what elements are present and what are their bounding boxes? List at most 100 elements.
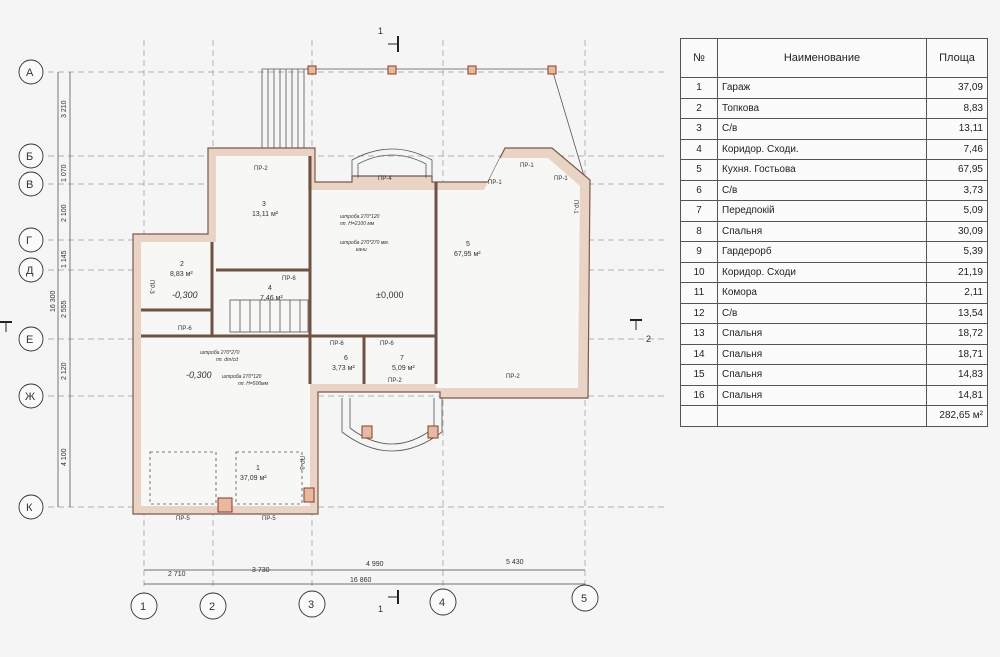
cell-name: Спальня [717,384,927,406]
dim-col-4: 5 430 [506,559,524,566]
opening-pr2-c: ПР-2 [506,374,520,380]
section-top-label: 1 [378,26,383,36]
dim-col-1: 2 710 [168,571,186,578]
axis-row-1: А [26,67,34,79]
cell-no: 5 [680,159,718,181]
axis-row-3: В [26,179,33,191]
garage-gates [149,451,315,513]
cell-area: 5,39 [926,241,988,263]
note-4b: пп. H=500мм [238,381,269,387]
cell-name: С/в [717,179,927,201]
vertical-dimensions: 3 210 1 070 2 100 1 145 2 555 2 120 4 10… [50,72,71,507]
cell-area: 18,71 [926,343,988,365]
room-labels: 1 37,09 м² 2 8,83 м² 3 13,11 м² 4 7,46 м… [170,201,481,482]
opening-pr3-b: ПР-3 [298,456,304,470]
note-3: штроба 270*270 [200,350,240,356]
col-header-number: № [680,38,718,78]
notes: штроба 270*120 пп. H=2100 мм штроба 270*… [200,214,389,387]
dim-row-2: 1 070 [61,164,68,182]
cell-area: 67,95 [926,159,988,181]
section-right-label: 2 [646,334,651,344]
cell-no: 1 [680,77,718,99]
interior-walls [141,156,438,384]
axis-col-4: 4 [439,597,445,609]
room-6-number: 6 [344,355,348,362]
cell-name: С/в [717,302,927,324]
level-main: ±0,000 [376,290,403,300]
axis-col-3: 3 [308,599,314,611]
section-bottom-label: 1 [378,604,383,614]
bay-windows [341,148,443,452]
cell-no: 9 [680,241,718,263]
cell-no: 13 [680,323,718,345]
opening-pr6-b: ПР-6 [178,326,192,332]
opening-pr6-a: ПР-6 [282,276,296,282]
col-header-name: Наименование [717,38,927,78]
room-2-number: 2 [180,261,184,268]
cell-no: 8 [680,220,718,242]
axis-row-7: Ж [25,391,35,403]
dim-row-6: 2 120 [61,362,68,380]
note-2b: кани [356,247,367,253]
level-garage: -0,300 [186,370,212,380]
opening-pr1-c: ПР-1 [554,176,568,182]
room-3-number: 3 [262,201,266,208]
room-5-area: 67,95 м² [454,251,481,258]
room-7-number: 7 [400,355,404,362]
cell-no: 6 [680,179,718,201]
opening-pr1-d: ПР-1 [572,200,578,214]
cell-name: Коридор. Сходи. [717,138,927,160]
level-marks: ±0,000 -0,300 -0,300 [172,290,403,380]
row-axes: А Б В Г Д Е Ж К [18,59,44,520]
opening-pr5-a: ПР-5 [176,516,190,522]
note-3b: пп. dm/cd [216,357,238,363]
dim-col-3: 4 990 [366,561,384,568]
cell-name: Передпокій [717,200,927,222]
staircase [229,299,309,333]
note-2: штроба 270*270 мм. [340,240,389,246]
cell-area: 13,11 [926,118,988,140]
cell-no: 10 [680,261,718,283]
room-1-area: 37,09 м² [240,475,267,482]
cell-area: 30,09 [926,220,988,242]
cell-name: Гараж [717,77,927,99]
cell-no: 4 [680,138,718,160]
opening-pr1-b: ПР-1 [488,180,502,186]
table-total-row: 282,65 м² [680,405,988,427]
axis-col-2: 2 [209,601,215,613]
cell-name: Спальня [717,343,927,365]
cell-no: 15 [680,364,718,386]
opening-pr5-b: ПР-5 [262,516,276,522]
cell-no: 7 [680,200,718,222]
room-6-area: 3,73 м² [332,365,355,372]
room-4-area: 7,46 м² [260,295,283,302]
table-total: 282,65 м² [926,405,988,427]
cell-area: 14,81 [926,384,988,406]
section-marks: 1 1 2 [0,26,651,614]
horizontal-dimensions: 2 710 3 730 4 990 5 430 16 860 [144,559,585,585]
axis-row-5: Д [26,265,34,277]
opening-pr1-a: ПР-1 [520,163,534,169]
opening-pr6-c: ПР-6 [330,341,344,347]
axis-row-8: К [26,502,33,514]
axis-row-6: Е [26,334,33,346]
opening-labels: ПР-2 ПР-4 ПР-1 ПР-1 ПР-1 ПР-1 ПР-6 ПР-6 … [148,163,578,522]
opening-pr3-a: ПР-3 [148,280,154,294]
opening-pr6-d: ПР-6 [380,341,394,347]
cell-no: 11 [680,282,718,304]
cell-area: 18,72 [926,323,988,345]
cell-name: Коридор. Сходи [717,261,927,283]
cell-name: Спальня [717,220,927,242]
